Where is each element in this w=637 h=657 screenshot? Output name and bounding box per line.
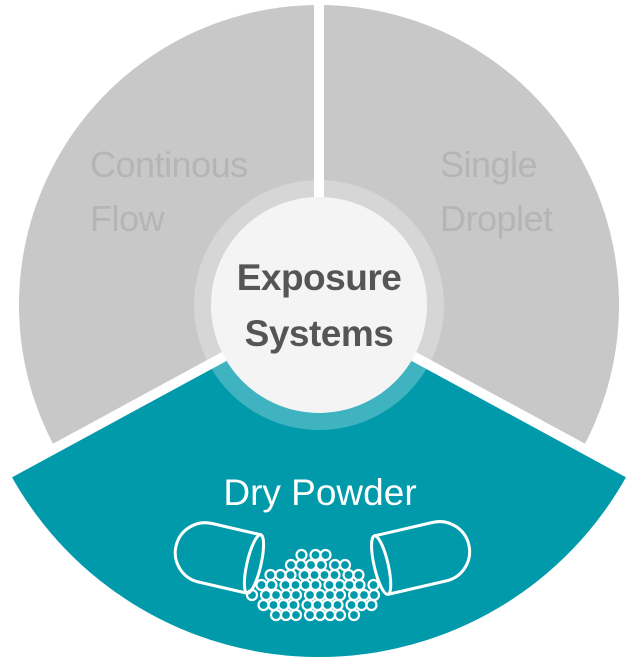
dry-powder-label: Dry Powder	[223, 472, 417, 513]
powder-particle	[338, 558, 352, 572]
powder-particle	[314, 558, 328, 572]
powder-particle	[289, 608, 303, 622]
capsule-powder-icon	[173, 520, 472, 622]
powder-particle	[309, 578, 322, 592]
powder-particle	[265, 578, 278, 592]
single-droplet-label: Single Droplet	[440, 138, 553, 246]
center-title-line: Systems	[244, 313, 394, 354]
label-line: Continous	[90, 144, 248, 185]
center-circle[interactable]	[211, 197, 427, 413]
label-line: Droplet	[440, 198, 553, 239]
powder-particle	[284, 568, 297, 582]
powder-particle	[245, 588, 259, 602]
continuous-flow-label: Continous Flow	[90, 138, 248, 246]
center-title-line: Exposure	[236, 257, 402, 298]
center-title: Exposure Systems	[210, 250, 428, 362]
label-line: Single	[440, 144, 538, 185]
powder-particle	[333, 608, 347, 622]
label-line: Flow	[90, 198, 165, 239]
powder-particle	[328, 568, 341, 582]
powder-particle	[365, 598, 378, 612]
powder-particle	[319, 548, 332, 562]
powder-particle	[347, 608, 361, 622]
powder-particle	[353, 578, 366, 592]
